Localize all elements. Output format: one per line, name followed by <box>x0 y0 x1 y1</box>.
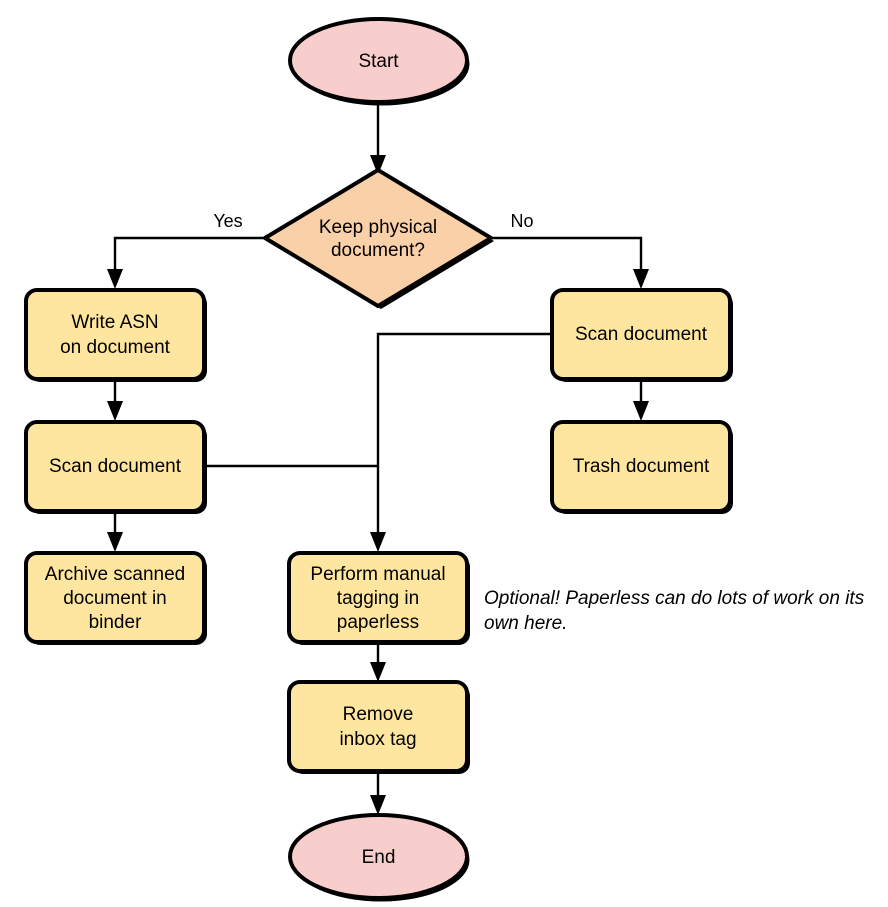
node-start-label: Start <box>358 51 399 72</box>
node-remove-inbox-tag-label-line2: inbox tag <box>339 729 416 750</box>
edge-tagging-to-remove-inbox <box>370 642 386 682</box>
optional-note: Optional! Paperless can do lots of work … <box>484 586 888 636</box>
edge-scan-left-to-archive <box>107 511 123 552</box>
node-remove-inbox-tag-label-line1: Remove <box>343 704 414 725</box>
node-write-asn-label-line1: Write ASN <box>71 312 158 333</box>
node-layer: Start Keep physical document? Write ASN … <box>24 17 733 902</box>
node-manual-tagging-label-line3: paperless <box>337 612 419 633</box>
edge-layer <box>107 102 649 815</box>
edge-label-layer: Yes No <box>213 211 533 231</box>
node-end[interactable]: End <box>288 813 470 902</box>
edge-write-asn-to-scan-left <box>107 379 123 421</box>
node-scan-document-right-label: Scan document <box>575 324 708 345</box>
node-trash-document-label: Trash document <box>573 456 710 477</box>
node-manual-tagging-label-line2: tagging in <box>337 588 419 609</box>
node-write-asn[interactable]: Write ASN on document <box>24 288 207 382</box>
node-keep-physical-decision[interactable]: Keep physical document? <box>263 168 494 309</box>
edge-scan-right-to-tagging <box>370 332 552 552</box>
edge-label-yes: Yes <box>213 211 242 231</box>
node-remove-inbox-tag[interactable]: Remove inbox tag <box>287 680 470 774</box>
node-archive-binder-label-line1: Archive scanned <box>45 564 185 585</box>
edge-label-no: No <box>510 211 533 231</box>
node-manual-tagging-label-line1: Perform manual <box>310 564 445 585</box>
node-write-asn-label-line2: on document <box>60 337 171 358</box>
node-archive-binder[interactable]: Archive scanned document in binder <box>24 551 207 645</box>
node-end-label: End <box>362 847 396 868</box>
edge-decision-to-scan-right <box>492 236 649 289</box>
node-keep-physical-label-line2: document? <box>331 240 425 261</box>
optional-note-line2: its own here. <box>484 588 865 634</box>
optional-note-line1: Optional! Paperless can do lots of work … <box>484 588 840 609</box>
node-archive-binder-label-line3: binder <box>89 612 142 633</box>
node-scan-document-left[interactable]: Scan document <box>24 420 207 514</box>
node-archive-binder-label-line2: document in <box>63 588 167 609</box>
node-scan-document-left-label: Scan document <box>49 456 182 477</box>
edge-decision-to-write-asn <box>107 236 264 289</box>
node-manual-tagging[interactable]: Perform manual tagging in paperless <box>287 551 470 645</box>
node-keep-physical-label-line1: Keep physical <box>319 217 437 238</box>
node-scan-document-right[interactable]: Scan document <box>550 288 733 382</box>
edge-scan-right-to-trash <box>633 379 649 421</box>
edge-remove-inbox-to-end <box>370 771 386 815</box>
node-start[interactable]: Start <box>288 17 470 106</box>
edge-start-to-decision <box>370 102 386 175</box>
node-trash-document[interactable]: Trash document <box>550 420 733 514</box>
